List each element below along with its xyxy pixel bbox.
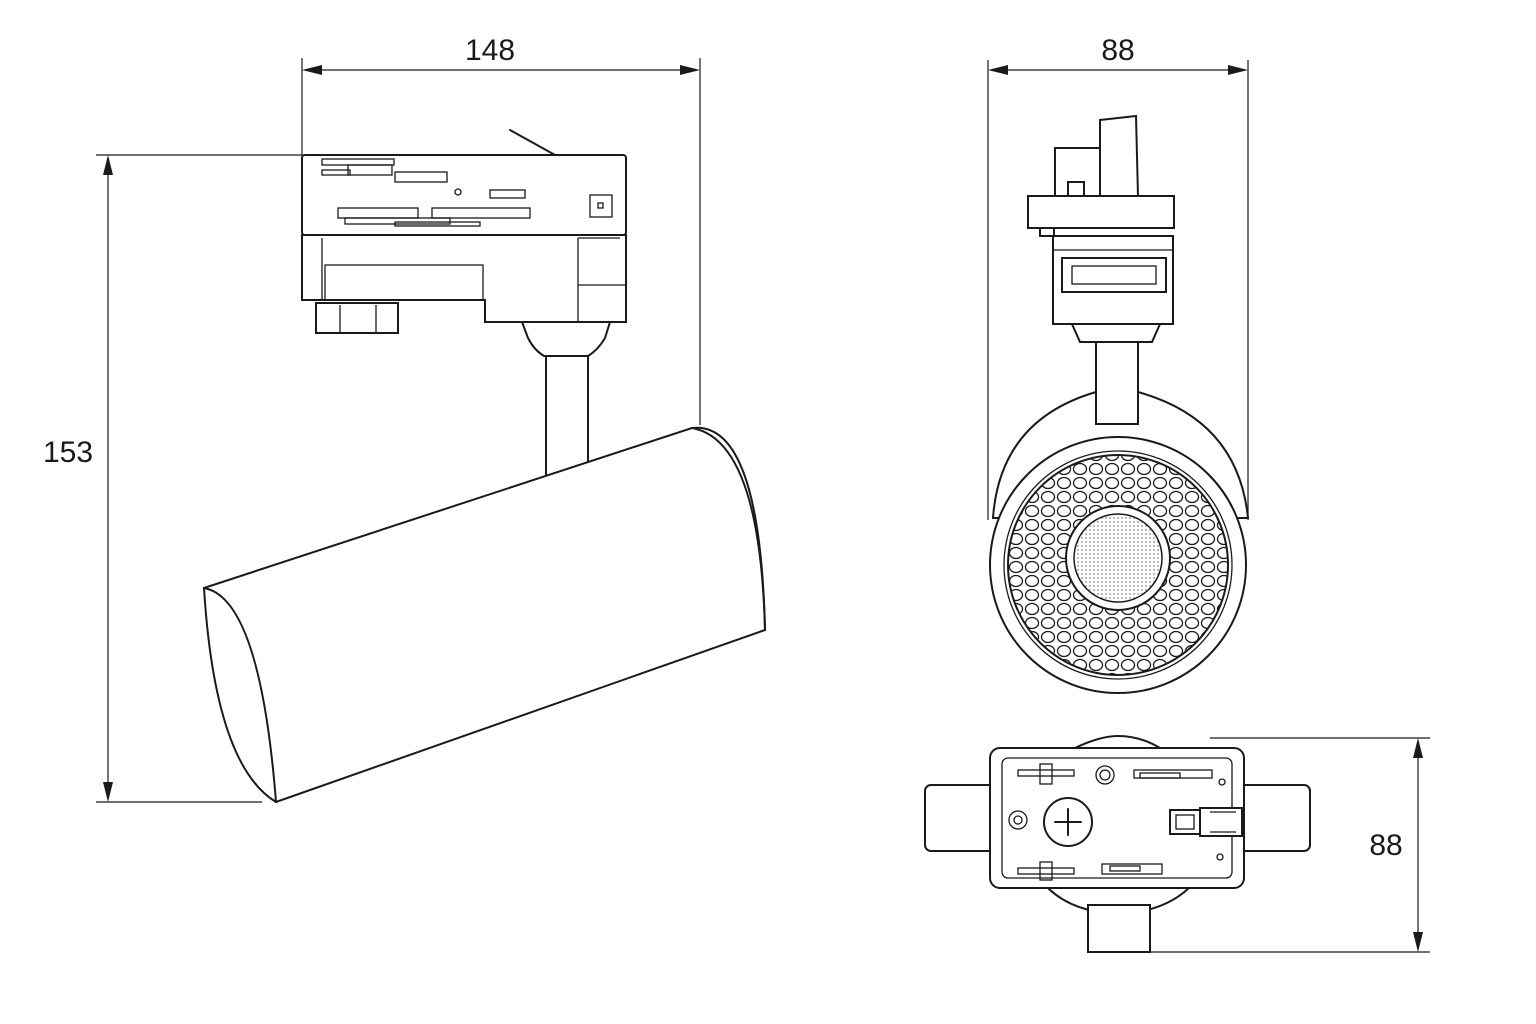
- side-view: 148 153: [43, 34, 767, 804]
- front-adapter: [1027, 114, 1175, 343]
- dimension-side-width: 148: [301, 34, 701, 425]
- track-adapter: [301, 129, 627, 334]
- bottom-plate: [989, 747, 1245, 889]
- bottom-view: 88: [924, 734, 1430, 953]
- dimension-front-width: 88: [987, 34, 1249, 520]
- dimension-label-side-width: 148: [465, 34, 515, 67]
- dimension-label-bottom-depth: 88: [1369, 829, 1402, 862]
- dimension-bottom-depth: 88: [1150, 737, 1430, 953]
- led-lens: [1073, 513, 1163, 603]
- stem: [520, 321, 612, 482]
- front-view: 88: [987, 34, 1250, 694]
- dimension-side-height: 153: [43, 154, 302, 803]
- cylinder-body: [202, 426, 767, 804]
- dimension-label-side-height: 153: [43, 436, 93, 469]
- lamp-head: [989, 390, 1250, 694]
- dimension-label-front-width: 88: [1101, 34, 1134, 67]
- front-stem: [1095, 341, 1139, 425]
